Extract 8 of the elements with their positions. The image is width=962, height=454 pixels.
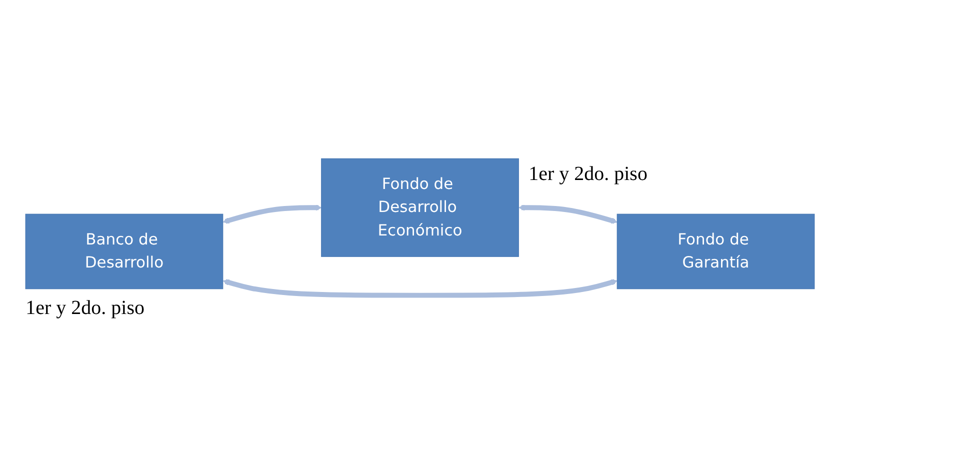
arrow [222,279,618,298]
node-box: Fondo de Garantía [616,214,815,290]
arrow [518,204,618,224]
node-box: Banco de Desarrollo [25,214,224,290]
arrow [222,204,322,224]
node-box: Fondo de Desarrollo Económico [321,158,519,257]
note-text: 1er y 2do. piso [26,296,145,320]
note-text: 1er y 2do. piso [528,162,648,186]
